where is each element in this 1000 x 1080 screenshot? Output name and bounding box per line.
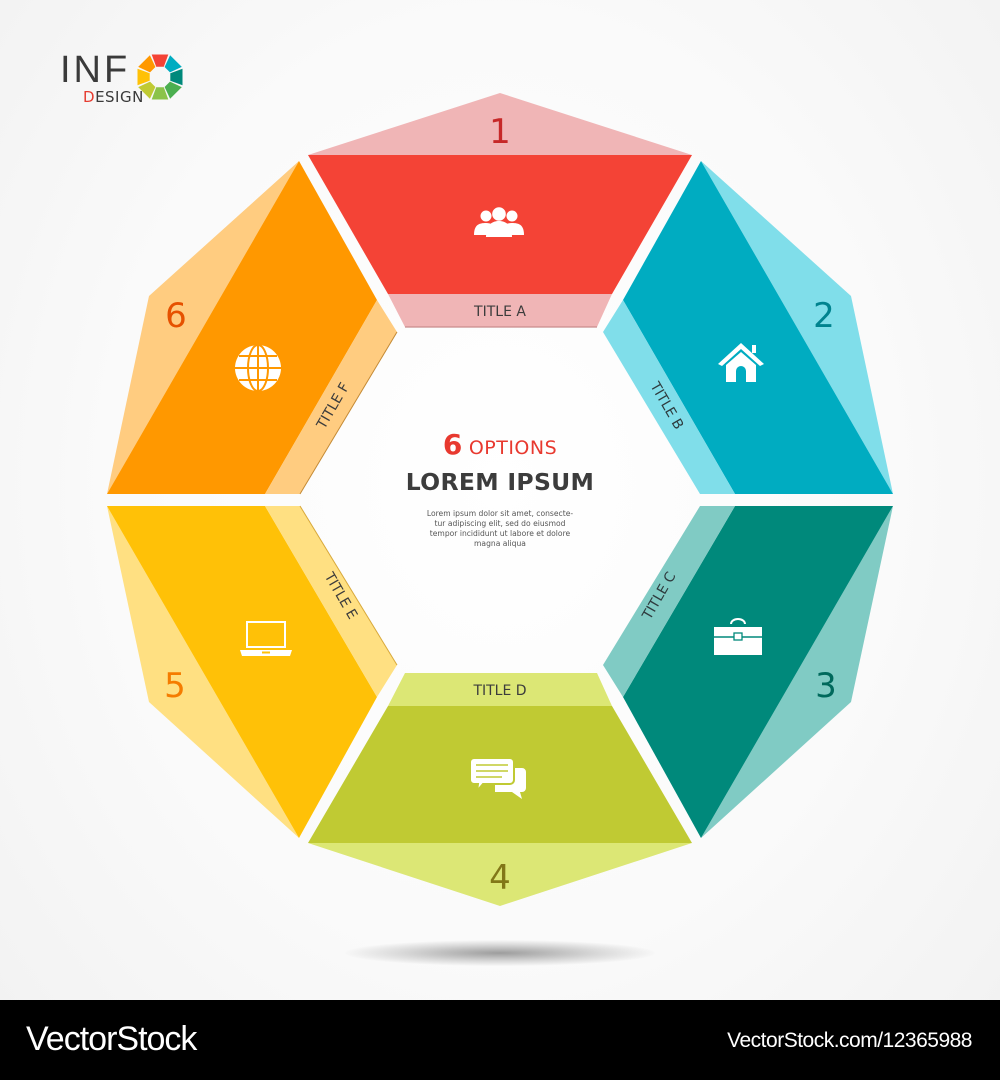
chat-icon [469,757,526,799]
segment-2-number: 2 [813,296,835,336]
segment-4-title-strip [388,673,612,706]
logo-design-rest: ESIGN [95,88,144,106]
segment-2[interactable]: 2 TITLE B [603,161,893,494]
people-icon [474,207,524,237]
main-title: LOREM IPSUM [405,468,595,496]
laptop-icon [240,621,292,656]
segment-4-number: 4 [489,858,511,898]
segment-1[interactable]: 1 TITLE A [308,93,692,328]
segment-3-number: 3 [815,666,837,706]
segment-6-title-strip [265,300,397,494]
footer-brand: VectorStock [26,1020,197,1058]
body-line: tempor incididunt ut labore et dolore [429,529,571,538]
logo-wheel-icon [137,54,183,100]
segment-6-main [107,161,377,494]
globe-icon [235,344,281,392]
logo-design-text: DESIGN [83,88,144,106]
hexagon-diagram: 1 TITLE A 2 TITLE B 3 TITLE C [107,93,893,906]
segment-1-number-tab [308,93,692,155]
segment-5-main [107,506,377,838]
logo-inf-text: INF [60,49,131,91]
body-line: magna aliqua [474,539,526,548]
segment-3-title-strip [603,506,735,697]
briefcase-icon [714,618,762,655]
segment-5-number: 5 [164,666,186,706]
segment-6[interactable]: 6 TITLE F [107,161,398,495]
segment-4[interactable]: 4 TITLE D [308,673,692,906]
info-design-logo: INF DESIGN [60,50,190,110]
segment-3-main [623,506,893,838]
home-icon [718,343,764,382]
segment-3[interactable]: 3 TITLE C [603,506,893,838]
segment-4-title: TITLE D [472,683,526,699]
segment-4-number-tab [308,843,692,906]
footer-url: VectorStock.com/12365988 [727,1029,972,1052]
segment-2-title-strip [603,300,735,494]
segment-1-number: 1 [489,112,511,152]
logo-design-d: D [83,88,96,106]
watermark-footer: VectorStock VectorStock.com/12365988 [0,1000,1000,1080]
segment-5[interactable]: 5 TITLE E [107,505,398,838]
segment-2-main [623,161,893,494]
segment-6-number: 6 [165,296,187,336]
body-line: tur adipiscing elit, sed do eiusmod [434,519,566,528]
drop-shadow [345,940,655,966]
options-label: OPTIONS [468,437,558,459]
segment-1-title: TITLE A [473,304,526,320]
segment-1-title-strip [388,294,612,327]
segment-5-title-strip [265,506,397,697]
body-text: Lorem ipsum dolor sit amet, consecte- tu… [405,509,595,549]
options-count: 6 [442,428,463,461]
body-line: Lorem ipsum dolor sit amet, consecte- [426,509,574,518]
